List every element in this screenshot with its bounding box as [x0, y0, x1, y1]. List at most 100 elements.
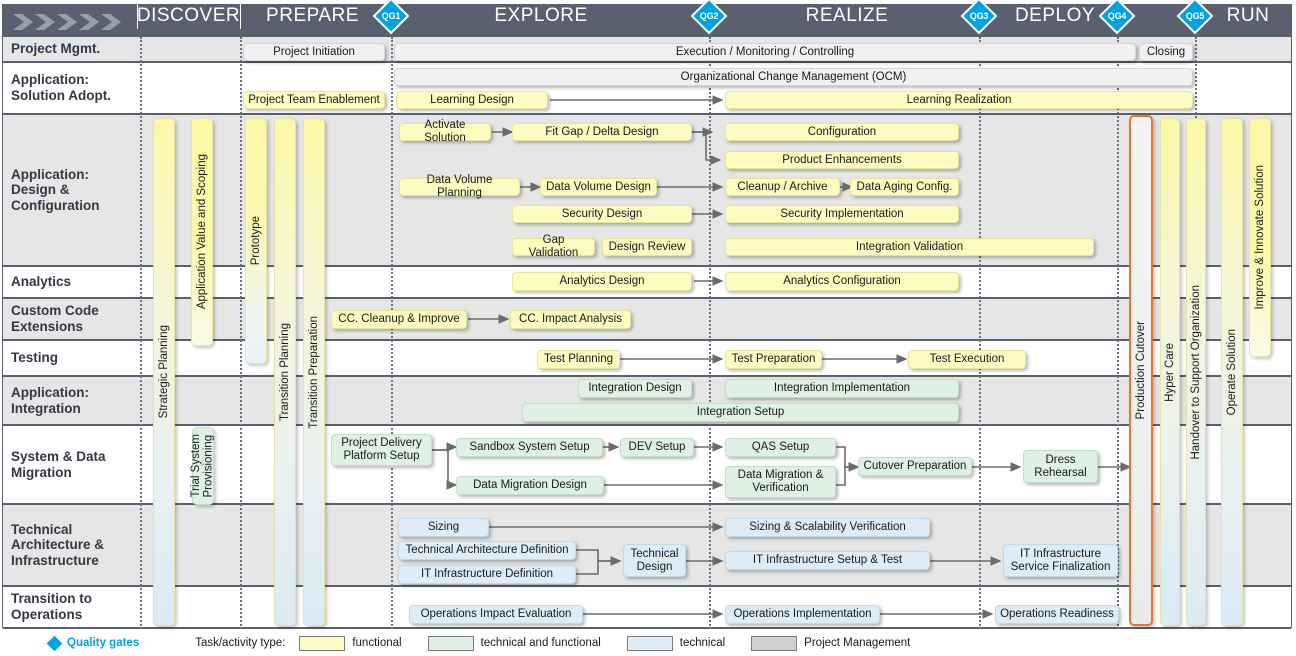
task-execution-monitoring-controlling[interactable]: Execution / Monitoring / Controlling [394, 43, 1136, 61]
task-sizing[interactable]: Sizing [398, 518, 489, 537]
task-label: Operations Readiness [1000, 608, 1114, 621]
task-data-migration-verification[interactable]: Data Migration & Verification [725, 466, 836, 498]
task-label: Data Migration Design [473, 479, 587, 492]
task-operations-readiness[interactable]: Operations Readiness [995, 605, 1119, 624]
vbar-label: Improve & Innovate Solution [1253, 165, 1266, 310]
vbar-handover-support-organization[interactable]: Handover to Support Organization [1186, 118, 1206, 626]
task-data-aging-config[interactable]: Data Aging Config. [850, 178, 959, 196]
task-operations-impact-evaluation[interactable]: Operations Impact Evaluation [409, 605, 583, 624]
vbar-prototype[interactable]: Prototype [245, 118, 267, 364]
phase-explore[interactable]: EXPLORE [396, 0, 686, 32]
phase-run[interactable]: RUN [1208, 0, 1288, 32]
task-cutover-preparation[interactable]: Cutover Preparation [858, 457, 972, 476]
task-integration-implementation[interactable]: Integration Implementation [725, 379, 959, 398]
task-cleanup-archive[interactable]: Cleanup / Archive [725, 178, 840, 196]
task-cc-impact-analysis[interactable]: CC. Impact Analysis [510, 310, 631, 329]
task-test-preparation[interactable]: Test Preparation [725, 350, 822, 369]
task-label: Data Aging Config. [856, 180, 953, 193]
vbar-operate-solution[interactable]: Operate Solution [1221, 118, 1243, 626]
task-it-infrastructure-setup-test[interactable]: IT Infrastructure Setup & Test [725, 551, 930, 570]
task-integration-setup[interactable]: Integration Setup [522, 403, 959, 422]
phase-divider-qg4 [1117, 37, 1119, 629]
task-data-volume-planning[interactable]: Data Volume Planning [399, 174, 520, 199]
task-operations-implementation[interactable]: Operations Implementation [725, 605, 880, 624]
header-divider [137, 3, 138, 29]
vbar-application-value-scoping[interactable]: Application Value and Scoping [191, 118, 213, 346]
task-label: IT Infrastructure Service Finalization [1010, 547, 1111, 573]
task-activate-solution[interactable]: Activate Solution [399, 119, 491, 144]
task-security-implementation[interactable]: Security Implementation [725, 205, 959, 223]
row-label-text: Technical Architecture & Infrastructure [11, 521, 105, 568]
phase-deploy[interactable]: DEPLOY [996, 0, 1114, 32]
task-data-migration-design[interactable]: Data Migration Design [456, 476, 604, 495]
task-ocm[interactable]: Organizational Change Management (OCM) [394, 68, 1193, 86]
task-it-infrastructure-service-finalization[interactable]: IT Infrastructure Service Finalization [1003, 544, 1118, 577]
task-sizing-scalability-verification[interactable]: Sizing & Scalability Verification [725, 518, 930, 537]
task-dev-setup[interactable]: DEV Setup [620, 438, 694, 457]
task-technical-architecture-definition[interactable]: Technical Architecture Definition [398, 541, 576, 560]
task-label: Execution / Monitoring / Controlling [675, 45, 855, 58]
task-integration-validation[interactable]: Integration Validation [725, 238, 1094, 256]
task-project-team-enablement[interactable]: Project Team Enablement [243, 91, 385, 109]
task-security-design[interactable]: Security Design [512, 205, 692, 223]
task-cc-cleanup-improve[interactable]: CC. Cleanup & Improve [331, 310, 467, 329]
task-technical-design[interactable]: Technical Design [623, 544, 686, 577]
vbar-transition-preparation[interactable]: Transition Preparation [303, 118, 325, 626]
row-label-text: Custom Code Extensions [11, 303, 99, 334]
task-learning-design[interactable]: Learning Design [396, 91, 548, 109]
task-fit-gap-delta-design[interactable]: Fit Gap / Delta Design [512, 123, 692, 141]
task-closing[interactable]: Closing [1139, 43, 1193, 61]
phase-divider-qg2 [709, 37, 711, 629]
vbar-hyper-care[interactable]: Hyper Care [1160, 118, 1180, 626]
task-configuration[interactable]: Configuration [725, 123, 959, 141]
task-label: Test Planning [543, 353, 614, 366]
phase-label: DEPLOY [1014, 5, 1096, 26]
task-sandbox-system-setup[interactable]: Sandbox System Setup [456, 438, 603, 457]
task-label: Learning Design [430, 93, 514, 106]
task-label: Integration Setup [696, 406, 785, 419]
task-label: Integration Design [588, 382, 682, 395]
task-design-review[interactable]: Design Review [602, 238, 692, 256]
task-dress-rehearsal[interactable]: Dress Rehearsal [1023, 450, 1098, 483]
task-label: Technical Design [630, 547, 679, 573]
task-label: Operations Implementation [733, 608, 872, 621]
row-label-text: Application: Design & Configuration [11, 166, 100, 213]
legend-label-functional: functional [352, 637, 402, 649]
phase-realize[interactable]: REALIZE [726, 0, 968, 32]
task-label: Project Team Enablement [248, 93, 380, 106]
vbar-trial-system-provisioning[interactable]: Trial System Provisioning [190, 427, 215, 505]
task-label: Integration Validation [855, 240, 964, 253]
task-it-infrastructure-definition[interactable]: IT Infrastructure Definition [398, 565, 576, 584]
task-data-volume-design[interactable]: Data Volume Design [540, 178, 657, 196]
row-label-transition-ops: Transition to Operations [3, 587, 140, 629]
task-test-execution[interactable]: Test Execution [908, 350, 1026, 369]
task-qas-setup[interactable]: QAS Setup [725, 438, 836, 457]
row-label-text: Analytics [11, 274, 72, 290]
vbar-transition-planning[interactable]: Transition Planning [274, 118, 296, 626]
task-test-planning[interactable]: Test Planning [537, 350, 620, 369]
vbar-label: Strategic Planning [157, 325, 170, 419]
task-analytics-design[interactable]: Analytics Design [512, 272, 692, 291]
task-label: Gap Validation [528, 234, 579, 259]
vbar-improve-innovate-solution[interactable]: Improve & Innovate Solution [1249, 118, 1271, 357]
vbar-label: Transition Preparation [307, 315, 320, 429]
row-label-testing: Testing [3, 341, 140, 377]
phase-prepare[interactable]: PREPARE [240, 0, 385, 32]
task-project-delivery-platform-setup[interactable]: Project Delivery Platform Setup [331, 434, 432, 466]
task-label: Closing [1146, 45, 1186, 58]
task-gap-validation[interactable]: Gap Validation [512, 234, 595, 259]
task-learning-realization[interactable]: Learning Realization [725, 91, 1193, 109]
task-label: Technical Architecture Definition [405, 544, 569, 557]
legend-task-type-label: Task/activity type: [195, 637, 286, 649]
task-label: Activate Solution [424, 119, 466, 144]
vbar-strategic-planning[interactable]: Strategic Planning [153, 118, 175, 626]
task-product-enhancements[interactable]: Product Enhancements [725, 151, 959, 169]
task-project-initiation[interactable]: Project Initiation [243, 43, 385, 61]
vbar-production-cutover[interactable]: Production Cutover [1129, 115, 1153, 626]
task-integration-design[interactable]: Integration Design [578, 379, 692, 398]
task-label: Data Volume Planning [426, 174, 493, 199]
task-analytics-configuration[interactable]: Analytics Configuration [725, 272, 959, 291]
row-label-text: Project Mgmt. [11, 41, 101, 57]
phase-discover[interactable]: DISCOVER [137, 0, 240, 32]
legend-quality-gates-label: Quality gates [67, 637, 140, 649]
